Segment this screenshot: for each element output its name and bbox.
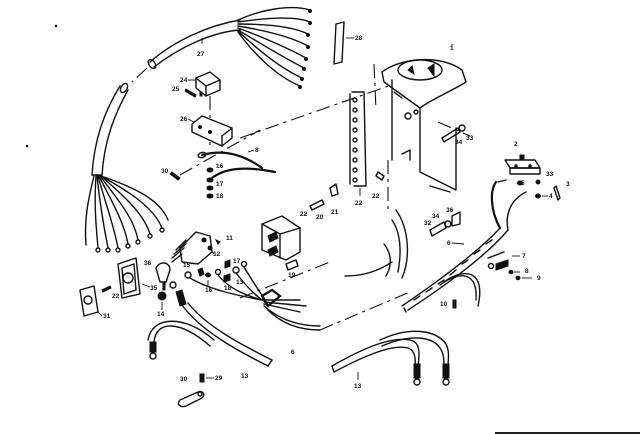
callout-13: 13 (354, 383, 362, 390)
braided-harness-6: 6 (401, 227, 509, 313)
callout-1: 1 (450, 45, 454, 52)
harness-wires-top (237, 6, 312, 89)
harness-sleeve-left (84, 82, 169, 253)
callout-10: 10 (440, 301, 448, 308)
terminal-leads: 6 (189, 266, 321, 356)
leader-dash (131, 67, 148, 83)
callout-15: 15 (183, 262, 191, 269)
callout-3: 3 (566, 181, 570, 188)
callout-33: 33 (546, 171, 554, 178)
callout-11: 11 (226, 235, 233, 242)
callout-31: 31 (103, 313, 111, 320)
callout-34: 34 (432, 213, 440, 220)
harness-braid (413, 239, 493, 301)
callout-36: 36 (144, 260, 152, 267)
harness-wires-left (84, 175, 169, 253)
callout-34: 34 (455, 139, 463, 146)
screw-10: 10 (440, 299, 457, 309)
leader-dash (319, 291, 411, 331)
callout-17: 17 (233, 258, 241, 265)
callout-4: 4 (549, 193, 553, 200)
callout-22: 22 (355, 200, 363, 207)
callout-35: 35 (150, 285, 158, 292)
callout-32: 32 (424, 220, 432, 227)
callout-33: 33 (466, 135, 474, 142)
callout-20: 20 (316, 214, 324, 221)
nut-14: 14 (157, 291, 167, 318)
callout-5: 5 (521, 180, 525, 187)
wire-8: 8 (197, 147, 277, 180)
callout-19: 19 (288, 272, 296, 279)
terminal-strip-22: 22 22 (349, 63, 389, 212)
main-bracket-1: 1 (381, 44, 471, 193)
callout-8: 8 (255, 147, 259, 154)
callout-24: 24 (180, 77, 188, 84)
callout-29: 29 (215, 375, 223, 382)
screw-32-assembly: 32 34 36 (424, 207, 461, 237)
battery-cable-13-left: 13 (147, 281, 273, 380)
callout-13: 13 (241, 373, 249, 380)
callout-21: 21 (331, 209, 339, 216)
callout-18: 18 (216, 193, 224, 200)
speck (54, 24, 58, 28)
callout-18: 18 (224, 285, 232, 292)
callout-6: 6 (447, 240, 451, 247)
speck (25, 144, 29, 148)
harness-sleeve-top: 27 (147, 6, 312, 89)
battery-cable-13-right: 13 (331, 330, 450, 390)
callout-27: 27 (197, 51, 205, 58)
callout-25: 25 (172, 86, 180, 93)
rectifier-assembly: 24 25 26 (172, 71, 233, 150)
callout-28: 28 (355, 35, 363, 42)
callout-13: 13 (236, 279, 244, 286)
solenoid-19: 19 22 (261, 211, 308, 279)
page-edge-rule (495, 432, 640, 434)
screw-25 (184, 88, 197, 98)
callout-17: 17 (216, 181, 224, 188)
callout-30: 30 (180, 376, 188, 383)
decal-28: 28 (333, 21, 363, 65)
callout-14: 14 (157, 311, 165, 318)
callout-30: 30 (161, 168, 169, 175)
screw-22: 22 (101, 285, 120, 300)
callout-22: 22 (300, 211, 308, 218)
terminal-wires (344, 209, 409, 279)
terminal-screws (352, 97, 358, 183)
callout-22: 22 (372, 193, 380, 200)
screw-30-assembly: 30 16 17 18 (161, 129, 261, 200)
callout-6: 6 (291, 349, 295, 356)
callout-16: 16 (216, 163, 224, 170)
bracket-plate-35: 35 (117, 257, 158, 299)
key-tag-30: 30 29 (177, 373, 223, 408)
screw-20-clamp-21: 20 21 (309, 183, 339, 221)
ignition-switch-12: 12 11 (171, 231, 233, 265)
terminal-block-2: 2 33 5 4 3 (490, 141, 570, 231)
callout-2: 2 (514, 141, 518, 148)
callout-7: 7 (522, 253, 526, 260)
callout-8: 8 (525, 268, 529, 275)
leader-dash (239, 261, 331, 299)
callout-9: 9 (537, 275, 541, 282)
switch-plate-31: 31 (79, 285, 111, 320)
leader-dash (239, 74, 421, 139)
callout-12: 12 (213, 251, 221, 258)
key-36: 36 (144, 260, 171, 291)
switch-ribs (171, 239, 187, 263)
solenoid-terminals: 15 16 17 13 18 (183, 258, 248, 294)
callout-22: 22 (112, 293, 120, 300)
callout-26: 26 (180, 116, 188, 123)
clip-7-assembly: 7 8 9 (487, 251, 541, 282)
callout-16: 16 (205, 287, 213, 294)
screw-33-washer-34: 34 33 (441, 124, 474, 146)
callout-36: 36 (446, 207, 454, 214)
